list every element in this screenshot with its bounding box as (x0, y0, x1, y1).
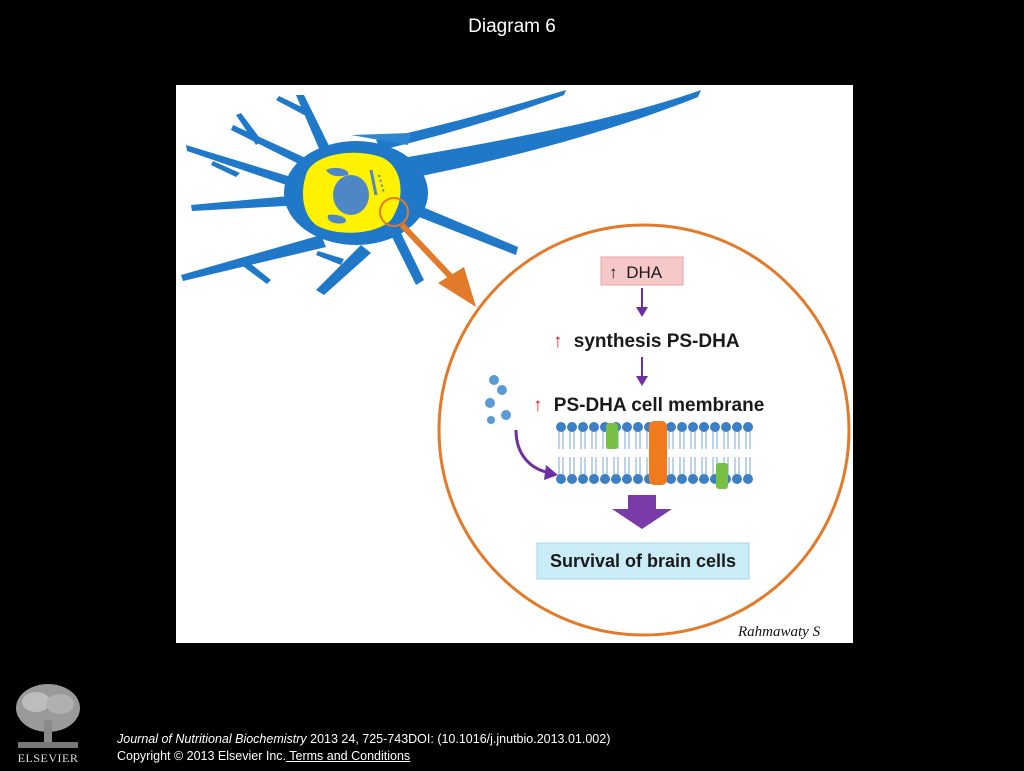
zoom-circle (437, 223, 851, 637)
journal-name: Journal of Nutritional Biochemistry (117, 732, 307, 746)
step-synthesis: ↑ synthesis PS-DHA (553, 331, 740, 352)
copyright-text: Copyright © 2013 Elsevier Inc. (117, 749, 287, 763)
author-signature: Rahmawaty S (737, 624, 821, 640)
step-membrane: ↑ PS-DHA cell membrane (533, 395, 764, 416)
elsevier-logo: ELSEVIER (8, 680, 88, 766)
logo-text: ELSEVIER (18, 751, 79, 765)
outcome-box: Survival of brain cells (536, 542, 750, 580)
flow-arrow-icon (636, 307, 648, 317)
step1-label: DHA (626, 263, 663, 282)
figure-panel: ↑ DHA ↑ synthesis PS-DHA ↑ PS-DHA cell m… (176, 85, 853, 643)
big-down-arrow-icon (612, 495, 672, 529)
zoom-arrow (399, 222, 476, 307)
step3-label: PS-DHA cell membrane (554, 395, 764, 416)
step2-label: synthesis PS-DHA (574, 331, 740, 352)
terms-and-conditions-link[interactable]: Terms and Conditions (286, 749, 411, 763)
citation-line: Journal of Nutritional Biochemistry 2013… (117, 731, 610, 748)
copyright-line: Copyright © 2013 Elsevier Inc. Terms and… (117, 748, 610, 765)
cell-membrane-illustration (556, 421, 753, 489)
flow-arrow-icon (636, 376, 648, 386)
svg-text:↑ DHA: ↑ DHA (609, 263, 663, 282)
citation-details: 2013 24, 725-743DOI: (10.1016/j.jnutbio.… (306, 732, 611, 746)
insertion-arrow-icon (544, 465, 558, 480)
slide-title: Diagram 6 (468, 16, 556, 37)
outcome-label: Survival of brain cells (550, 551, 736, 571)
up-arrow-icon: ↑ (609, 263, 618, 282)
tree-icon: ELSEVIER (8, 680, 88, 766)
up-arrow-icon: ↑ (553, 331, 563, 352)
neuron-illustration (181, 90, 701, 295)
neuron-diagram: ↑ DHA ↑ synthesis PS-DHA ↑ PS-DHA cell m… (181, 90, 851, 640)
free-phospholipids (485, 375, 511, 424)
step-dha: ↑ DHA (600, 256, 684, 286)
up-arrow-icon: ↑ (533, 395, 543, 416)
citation-footer: Journal of Nutritional Biochemistry 2013… (117, 731, 610, 765)
